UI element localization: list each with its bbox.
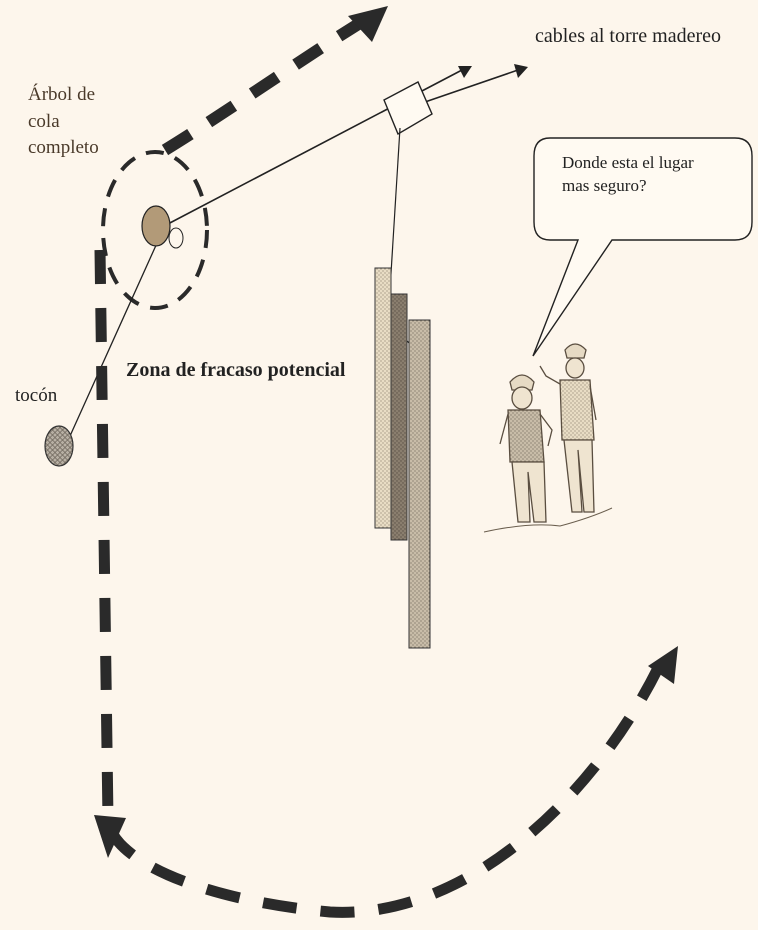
- cable-line-2: [424, 69, 519, 103]
- tree-ring: [168, 227, 184, 249]
- log-3: [408, 319, 431, 649]
- speech-line1: Donde esta el lugar: [562, 153, 694, 172]
- tree-danger-circle: [101, 150, 209, 310]
- tree-icon: [141, 205, 171, 247]
- stump-icon: [44, 425, 74, 467]
- tree-label-line3: completo: [28, 137, 99, 159]
- zone-label: Zona de fracaso potencial: [126, 359, 346, 381]
- arrow-icon: [514, 64, 528, 78]
- stump-label: tocón: [15, 385, 58, 406]
- arrow-icon: [458, 66, 472, 78]
- arrow-icon: [348, 6, 388, 42]
- log-2: [390, 293, 408, 541]
- speech-bubble-text: Donde esta el lugar mas seguro?: [562, 152, 742, 198]
- arrow-icon: [94, 815, 126, 858]
- cables-label: cables al torre madereo: [535, 25, 722, 47]
- escape-arrow-top: [161, 12, 372, 156]
- arrow-icon: [648, 646, 678, 684]
- tree-label: Árbol de cola completo: [28, 82, 99, 162]
- carriage-icon: [383, 81, 433, 136]
- tree-label-line1: Árbol de: [28, 84, 96, 105]
- escape-arrow-bottom: [94, 249, 667, 918]
- worker-icon: [483, 343, 613, 533]
- mainline-to-stump: [69, 231, 163, 437]
- log-1: [374, 267, 392, 529]
- speech-bubble: [532, 137, 753, 357]
- tree-label-line2: cola: [28, 110, 60, 132]
- speech-line2: mas seguro?: [562, 175, 647, 195]
